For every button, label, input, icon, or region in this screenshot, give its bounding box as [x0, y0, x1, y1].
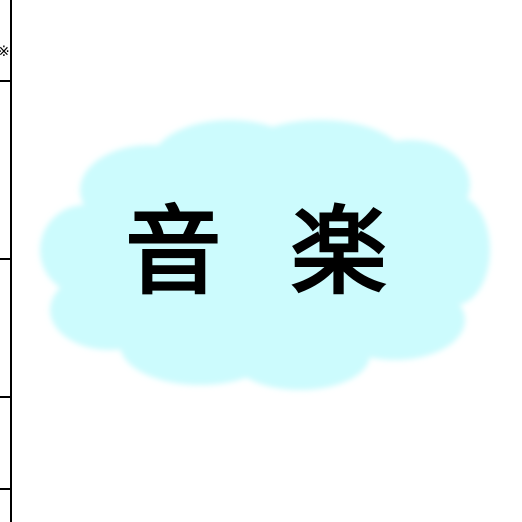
cloud-puff — [420, 195, 490, 305]
cloud-puff — [325, 280, 465, 360]
frame-horizontal-line-1 — [0, 80, 12, 82]
page-title: 音 楽 — [125, 196, 405, 308]
frame-vertical-line — [10, 0, 12, 522]
frame-horizontal-line-4 — [0, 488, 12, 490]
frame-horizontal-line-3 — [0, 396, 12, 398]
edge-text-fragment: ※ — [0, 44, 12, 60]
frame-horizontal-line-2 — [0, 258, 12, 260]
